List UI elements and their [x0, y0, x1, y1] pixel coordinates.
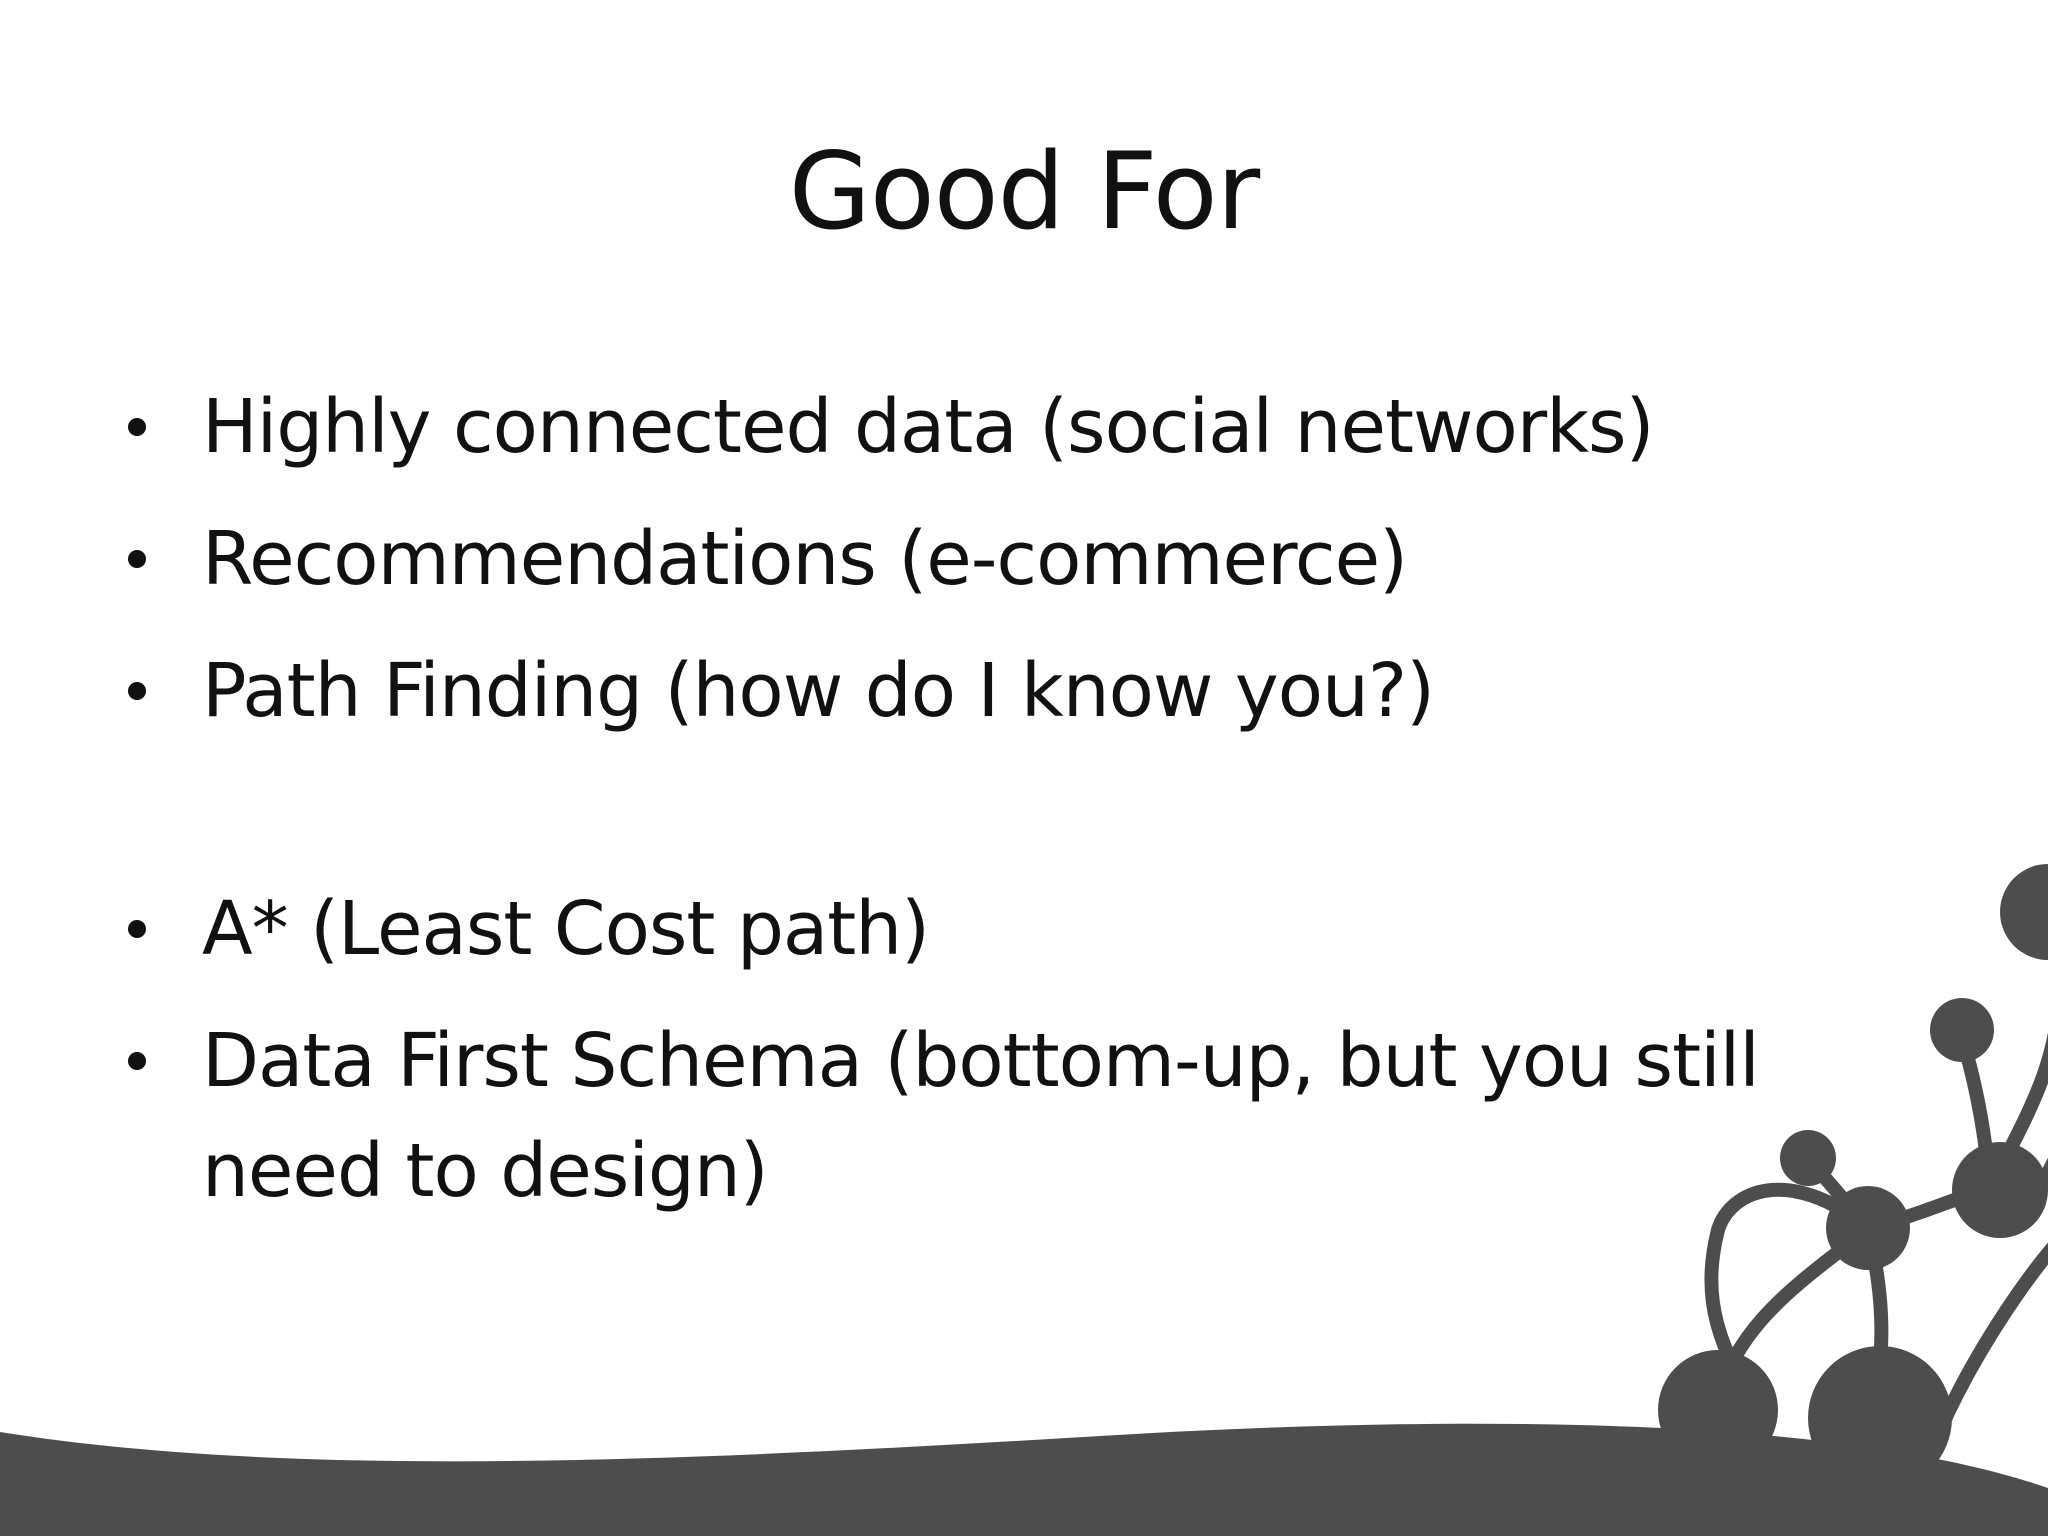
list-item: Recommendations (e-commerce): [118, 504, 1838, 614]
list-item-text: Highly connected data (social networks): [202, 384, 1654, 470]
bullet-icon: [128, 920, 146, 938]
list-item-text: A* (Least Cost path): [202, 886, 930, 972]
list-item-text: Recommendations (e-commerce): [202, 516, 1408, 602]
list-item: Data First Schema (bottom-up, but you st…: [118, 1006, 1838, 1226]
list-item-text: Data First Schema (bottom-up, but you st…: [202, 1018, 1760, 1214]
bullet-list: Highly connected data (social networks) …: [118, 372, 1838, 1248]
slide-title: Good For: [788, 130, 1260, 253]
list-item: Path Finding (how do I know you?): [118, 636, 1838, 746]
bullet-icon: [128, 418, 146, 436]
bullet-icon: [128, 550, 146, 568]
list-item: A* (Least Cost path): [118, 874, 1838, 984]
list-item: Highly connected data (social networks): [118, 372, 1838, 482]
bullet-icon: [128, 1052, 146, 1070]
list-item-text: Path Finding (how do I know you?): [202, 648, 1435, 734]
bullet-icon: [128, 682, 146, 700]
